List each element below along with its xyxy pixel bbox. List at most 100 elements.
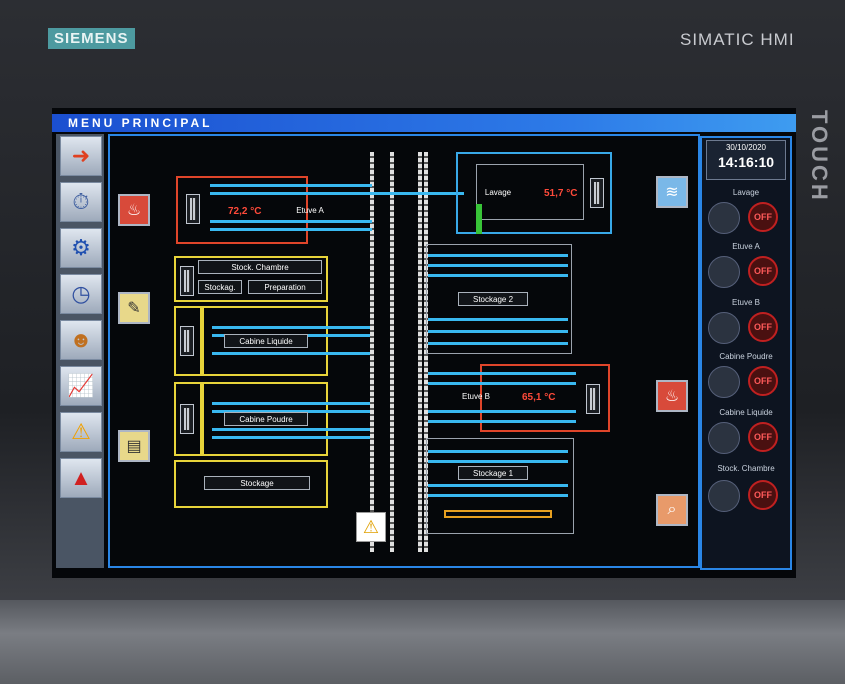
cabine-liquide-zone[interactable] xyxy=(202,306,328,376)
belt xyxy=(428,494,568,497)
etuve-b-status-label: Etuve B xyxy=(731,298,760,307)
cabine-poudre-status-label: Cabine Poudre xyxy=(719,352,773,361)
etuve-a-temperature: 72,2 °C xyxy=(228,206,262,217)
belt xyxy=(324,192,464,195)
oven-icon: ♨ xyxy=(126,202,142,219)
cabine-liquide-status-label: Cabine Liquide xyxy=(719,408,773,417)
lavage-status-label: Lavage xyxy=(732,188,760,197)
belt xyxy=(210,192,372,195)
etuve-a-off-button[interactable]: OFF xyxy=(748,256,778,286)
belt xyxy=(428,372,576,375)
belt xyxy=(428,450,568,453)
stock-chambre-label: Stock. Chambre xyxy=(198,260,322,274)
screen-title: MENU PRINCIPAL xyxy=(68,116,213,130)
timer-button[interactable]: ⏱ xyxy=(60,182,102,222)
etuve-b-off-button[interactable]: OFF xyxy=(748,312,778,342)
transfer-carriage xyxy=(444,510,552,518)
belt xyxy=(428,382,576,385)
etuve-b-detail-button[interactable]: ♨ xyxy=(656,380,688,412)
stock-chambre-on-button[interactable] xyxy=(708,480,740,512)
stockage-2-label: Stockage 2 xyxy=(458,292,528,306)
time-display: 14:16:10 xyxy=(717,154,775,170)
timer-icon: ⏱ xyxy=(72,189,90,214)
gears-icon: ⚙ xyxy=(71,235,91,260)
cabine-poudre-on-button[interactable] xyxy=(708,366,740,398)
cabine-poudre-entry xyxy=(174,382,202,456)
etuve-b-label: Etuve B xyxy=(461,392,490,401)
cabine-liquide-roller xyxy=(180,326,194,356)
belt xyxy=(210,228,372,231)
stock-chambre-status-label: Stock. Chambre xyxy=(717,464,775,473)
lavage-off-button[interactable]: OFF xyxy=(748,202,778,232)
lavage-label: Lavage xyxy=(484,188,512,197)
cabine-detail-button[interactable]: ▤ xyxy=(118,430,150,462)
belt xyxy=(212,326,370,329)
etuve-a-label: Etuve A xyxy=(296,206,324,215)
belt xyxy=(428,420,576,423)
settings-button[interactable]: ⚙ xyxy=(60,228,102,268)
stockage-1-zone[interactable] xyxy=(426,438,574,534)
etuve-a-zone[interactable] xyxy=(176,176,308,244)
cabine-liquide-off-button[interactable]: OFF xyxy=(748,422,778,452)
lavage-temperature: 51,7 °C xyxy=(544,188,578,199)
conveyor-warning-button[interactable]: ⚠ xyxy=(356,512,386,542)
belt xyxy=(212,402,370,405)
conveyor-rail-left-2 xyxy=(390,152,394,552)
cabine-poudre-zone[interactable] xyxy=(202,382,328,456)
date-display: 30/10/2020 xyxy=(725,143,767,152)
stockag-label: Stockag. xyxy=(198,280,242,294)
belt xyxy=(210,184,372,187)
user-button[interactable]: ☻ xyxy=(60,320,102,360)
belt xyxy=(428,274,568,277)
inspection-detail-button[interactable]: ⌕ xyxy=(656,494,688,526)
trend-chart-icon: 📈 xyxy=(67,373,95,398)
preparation-label: Preparation xyxy=(248,280,322,294)
cabine-liquide-on-button[interactable] xyxy=(708,422,740,454)
lavage-detail-button[interactable]: ≋ xyxy=(656,176,688,208)
cabine-liquide-entry xyxy=(174,306,202,376)
clock-icon: ◷ xyxy=(71,281,91,306)
preparation-detail-button[interactable]: ✎ xyxy=(118,292,150,324)
belt xyxy=(428,318,568,321)
spray-booth-icon: ▤ xyxy=(126,438,142,455)
belt xyxy=(428,460,568,463)
belt xyxy=(428,342,568,345)
process-view xyxy=(108,134,700,568)
lavage-roller xyxy=(590,178,604,208)
clock-button[interactable]: ◷ xyxy=(60,274,102,314)
wash-icon: ≋ xyxy=(665,184,679,201)
stockage-zone[interactable] xyxy=(174,460,328,508)
etuve-a-on-button[interactable] xyxy=(708,256,740,288)
hmi-screen: MENU PRINCIPAL ➜ ⏱ ⚙ ◷ ☻ 📈 ⚠ ▲ ♨ ✎ ▤ ≋ ♨… xyxy=(52,108,796,578)
model-label: SIMATIC HMI xyxy=(680,30,795,49)
title-bar: MENU PRINCIPAL xyxy=(52,114,796,132)
stock-chambre-zone[interactable] xyxy=(174,256,328,302)
stockage-2-zone[interactable] xyxy=(426,244,572,354)
alarm-icon: ▲ xyxy=(70,465,92,490)
etuve-a-detail-button[interactable]: ♨ xyxy=(118,194,150,226)
etuve-a-roller xyxy=(186,194,200,224)
belt xyxy=(428,484,568,487)
cabine-poudre-label: Cabine Poudre xyxy=(224,412,308,426)
etuve-b-on-button[interactable] xyxy=(708,312,740,344)
warnings-button[interactable]: ⚠ xyxy=(60,412,102,452)
bezel-bottom xyxy=(0,600,845,684)
etuve-b-zone[interactable] xyxy=(480,364,610,432)
warning-icon: ⚠ xyxy=(362,516,380,537)
alarms-button[interactable]: ▲ xyxy=(60,458,102,498)
stockage-1-label: Stockage 1 xyxy=(458,466,528,480)
cabine-poudre-off-button[interactable]: OFF xyxy=(748,366,778,396)
lavage-on-button[interactable] xyxy=(708,202,740,234)
stock-chambre-off-button[interactable]: OFF xyxy=(748,480,778,510)
lavage-inner xyxy=(476,164,584,220)
brand-logo: SIEMENS xyxy=(48,28,135,49)
lavage-zone[interactable] xyxy=(456,152,612,234)
spray-gun-icon: ✎ xyxy=(127,300,141,317)
belt xyxy=(212,428,370,431)
trend-button[interactable]: 📈 xyxy=(60,366,102,406)
belt xyxy=(212,352,370,355)
stockage-label: Stockage xyxy=(204,476,310,490)
exit-button[interactable]: ➜ xyxy=(60,136,102,176)
belt xyxy=(210,220,372,223)
conveyor-rail-right xyxy=(418,152,422,552)
